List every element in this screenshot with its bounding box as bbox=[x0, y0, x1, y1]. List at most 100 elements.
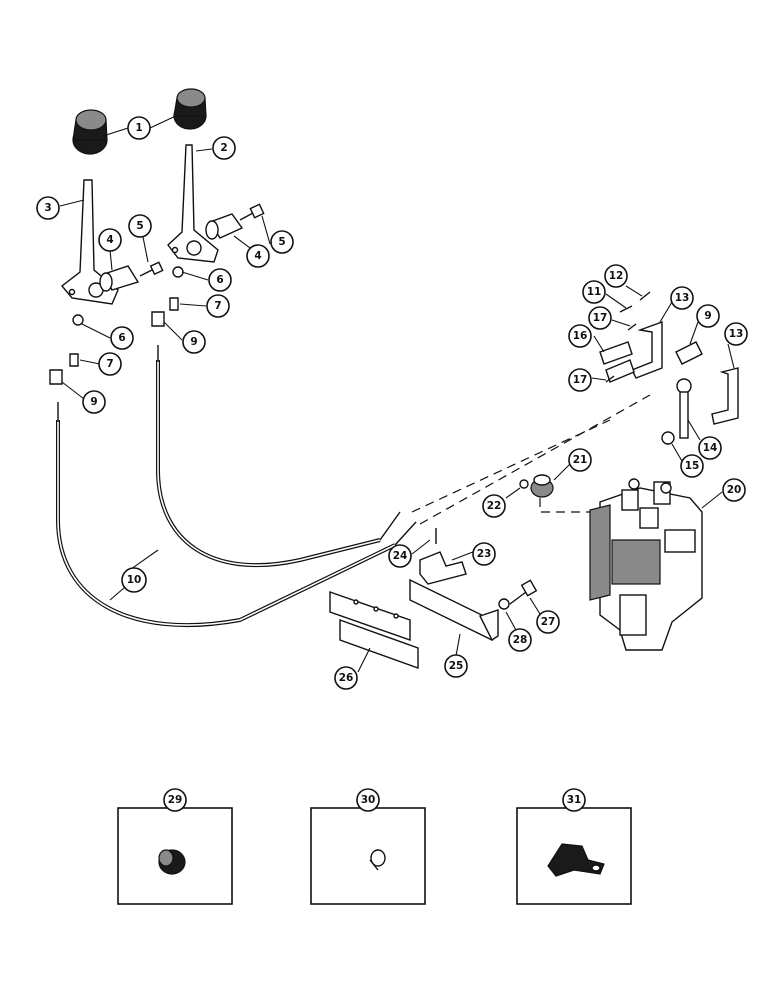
callout-16: 16 bbox=[568, 324, 592, 348]
svg-text:16: 16 bbox=[573, 330, 588, 342]
svg-text:23: 23 bbox=[477, 548, 492, 560]
callout-2: 2 bbox=[212, 136, 236, 160]
callout-17-lower: 17 bbox=[568, 368, 592, 392]
callout-24: 24 bbox=[388, 544, 412, 568]
callout-30: 30 bbox=[356, 788, 380, 812]
svg-text:9: 9 bbox=[90, 396, 97, 408]
svg-text:22: 22 bbox=[487, 500, 502, 512]
callout-21: 21 bbox=[568, 448, 592, 472]
callout-27: 27 bbox=[536, 610, 560, 634]
callout-15: 15 bbox=[680, 454, 704, 478]
callout-12: 12 bbox=[604, 264, 628, 288]
svg-text:10: 10 bbox=[127, 574, 142, 586]
callout-4-right: 4 bbox=[246, 244, 270, 268]
callout-5-left: 5 bbox=[128, 214, 152, 238]
washer-28 bbox=[498, 598, 510, 610]
callout-5-right: 5 bbox=[270, 230, 294, 254]
svg-text:31: 31 bbox=[567, 794, 582, 806]
svg-text:5: 5 bbox=[278, 236, 285, 248]
cable-lower bbox=[56, 402, 417, 628]
svg-text:17: 17 bbox=[573, 374, 588, 386]
bolt-right bbox=[239, 203, 265, 221]
svg-text:9: 9 bbox=[190, 336, 197, 348]
cable-upper bbox=[156, 345, 401, 568]
svg-text:7: 7 bbox=[106, 358, 113, 370]
reference-line-knob bbox=[539, 498, 610, 513]
callout-20: 20 bbox=[722, 478, 746, 502]
callout-6-upper: 6 bbox=[208, 268, 232, 292]
setscrew-22 bbox=[519, 479, 529, 489]
svg-text:14: 14 bbox=[703, 442, 718, 454]
callout-9-bracket: 9 bbox=[696, 304, 720, 328]
svg-text:2: 2 bbox=[220, 142, 227, 154]
nut-15 bbox=[661, 431, 675, 445]
rod-14 bbox=[676, 378, 692, 439]
callout-13-left: 13 bbox=[670, 286, 694, 310]
clevis-right bbox=[151, 297, 179, 327]
bracket-23 bbox=[419, 551, 467, 585]
cotter-17-lower bbox=[605, 375, 615, 383]
bolt-27 bbox=[509, 579, 538, 605]
knob-left bbox=[72, 109, 108, 155]
svg-text:21: 21 bbox=[573, 454, 588, 466]
callout-7-upper: 7 bbox=[206, 294, 230, 318]
svg-text:5: 5 bbox=[136, 220, 143, 232]
plate-26 bbox=[329, 591, 419, 669]
lever-right bbox=[167, 144, 219, 263]
callout-31: 31 bbox=[562, 788, 586, 812]
nut-lower bbox=[72, 314, 84, 326]
box-31 bbox=[516, 807, 632, 905]
svg-text:3: 3 bbox=[44, 202, 51, 214]
svg-text:15: 15 bbox=[685, 460, 700, 472]
knob-21 bbox=[530, 474, 554, 498]
callout-4-left: 4 bbox=[98, 228, 122, 252]
callout-10: 10 bbox=[121, 567, 147, 593]
svg-text:17: 17 bbox=[593, 312, 608, 324]
callout-28: 28 bbox=[508, 628, 532, 652]
clevis-9-right bbox=[675, 341, 703, 365]
svg-text:26: 26 bbox=[339, 672, 354, 684]
callout-6-lower: 6 bbox=[110, 326, 134, 350]
bracket-13-right bbox=[711, 367, 739, 425]
svg-text:29: 29 bbox=[168, 794, 183, 806]
svg-text:9: 9 bbox=[704, 310, 711, 322]
svg-text:12: 12 bbox=[609, 270, 624, 282]
svg-text:25: 25 bbox=[449, 660, 464, 672]
bolt-left bbox=[139, 261, 164, 277]
callout-25: 25 bbox=[444, 654, 468, 678]
bracket-13-left bbox=[631, 321, 663, 379]
callout-3: 3 bbox=[36, 196, 60, 220]
pin-16 bbox=[599, 341, 635, 383]
callout-26: 26 bbox=[334, 666, 358, 690]
callout-11: 11 bbox=[582, 280, 606, 304]
callout-1: 1 bbox=[127, 116, 151, 140]
cotter-17-upper bbox=[627, 323, 637, 331]
callout-29: 29 bbox=[163, 788, 187, 812]
svg-text:28: 28 bbox=[513, 634, 528, 646]
clevis-left bbox=[49, 353, 79, 385]
callout-14: 14 bbox=[698, 436, 722, 460]
box-29 bbox=[117, 807, 233, 905]
callout-9-lower: 9 bbox=[82, 390, 106, 414]
bushing-right bbox=[205, 213, 244, 240]
callout-17-upper: 17 bbox=[588, 306, 612, 330]
svg-text:24: 24 bbox=[393, 550, 408, 562]
lever-left bbox=[60, 179, 119, 305]
svg-text:13: 13 bbox=[675, 292, 690, 304]
nut-upper bbox=[172, 266, 184, 278]
pin-12 bbox=[639, 291, 651, 301]
svg-text:13: 13 bbox=[729, 328, 744, 340]
callout-23: 23 bbox=[472, 542, 496, 566]
svg-text:4: 4 bbox=[106, 234, 113, 246]
svg-text:27: 27 bbox=[541, 616, 556, 628]
callout-7-lower: 7 bbox=[98, 352, 122, 376]
callout-13-right: 13 bbox=[724, 322, 748, 346]
svg-text:6: 6 bbox=[118, 332, 125, 344]
plate-25 bbox=[409, 578, 499, 642]
svg-text:20: 20 bbox=[727, 484, 742, 496]
svg-text:6: 6 bbox=[216, 274, 223, 286]
box-30 bbox=[310, 807, 426, 905]
bushing-left bbox=[99, 265, 140, 292]
svg-text:7: 7 bbox=[214, 300, 221, 312]
